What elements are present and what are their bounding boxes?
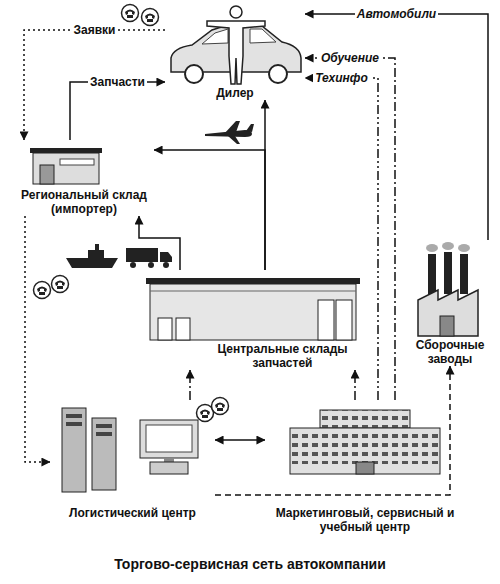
factory-icon-part: [440, 316, 454, 336]
office-building-icon-part: [290, 428, 440, 474]
central-warehouse-icon-part: [336, 300, 352, 340]
ship-icon-part: [88, 250, 104, 258]
airplane-icon-part: [246, 124, 254, 132]
node-label: Региональный склад (импортер): [14, 188, 154, 216]
dealer-node: Дилер: [165, 4, 305, 100]
connector: [305, 14, 488, 240]
warehouse-icon-part: [60, 159, 94, 165]
node-label: Логистический центр: [50, 506, 215, 520]
server-icon-part: [66, 414, 82, 418]
truck-icon-part: [148, 262, 154, 268]
node-label: Сборочные заводы: [405, 338, 495, 366]
factory-icon-part: [458, 244, 470, 252]
edge-label: Техинфо: [313, 71, 370, 85]
truck-icon-part: [160, 252, 172, 262]
central-warehouse-icon-part: [158, 318, 172, 340]
factory-icon-part: [460, 254, 468, 294]
computer-icon-part: [146, 425, 192, 452]
edge-label: Заявки: [72, 23, 118, 37]
computer-icon: [140, 420, 198, 474]
ship-icon-part: [95, 244, 99, 250]
dealer-figure: [207, 6, 265, 84]
central-warehouse-icon-part: [146, 278, 360, 284]
airplane-icon-part: [228, 136, 240, 144]
connector: [215, 439, 265, 441]
ship-icon-part: [66, 258, 118, 268]
server-icon-part: [96, 432, 112, 436]
factory-icon-part: [428, 254, 436, 294]
server-icon: [62, 408, 116, 492]
office-building-icon-part: [356, 462, 374, 474]
logistics-node: Логистический центр: [50, 400, 215, 520]
phone-icon-part: [212, 398, 229, 415]
car-icon-part: [269, 65, 287, 83]
server-icon-part: [92, 418, 116, 490]
factory-icon-part: [418, 290, 478, 336]
factory-icon: [418, 242, 478, 336]
office-building-icon-part: [320, 410, 410, 428]
connector: [139, 216, 180, 270]
truck-icon-part: [130, 262, 136, 268]
airplane-icon: [205, 121, 254, 144]
factory-icon-part: [442, 242, 454, 250]
connector: [24, 30, 165, 140]
truck-icon: [126, 248, 172, 268]
node-label: Дилер: [165, 86, 305, 100]
factory-node: Сборочные заводы: [405, 240, 495, 366]
connector: [154, 150, 265, 270]
caption: Торгово-сервисная сеть автокомпании: [0, 556, 500, 573]
connector: [70, 82, 165, 140]
dealer-figure-part: [230, 6, 242, 18]
office-building-icon: [290, 410, 440, 474]
airplane-icon-part: [224, 121, 240, 135]
truck-icon-part: [126, 248, 158, 262]
dealer-figure-part: [207, 21, 265, 84]
factory-icon-part: [426, 244, 438, 252]
warehouse-icon-part: [40, 165, 54, 184]
computer-icon-part: [150, 462, 188, 474]
office-building-icon-part: [292, 430, 438, 464]
computer-icon-part: [140, 420, 198, 458]
ship-icon: [66, 244, 118, 268]
connector: [354, 370, 356, 400]
edge-label: Автомобили: [355, 7, 438, 21]
server-icon-part: [62, 408, 86, 492]
connector: [189, 370, 191, 400]
warehouse-icon-part: [33, 153, 99, 184]
central-warehouse-icon-part: [150, 284, 356, 340]
regional-warehouse-node: Региональный склад (импортер): [14, 140, 154, 216]
server-icon-part: [96, 424, 112, 428]
edge-label: Обучение: [319, 51, 381, 65]
node-label: Центральные склады запчастей: [200, 342, 365, 370]
car-icon-part: [202, 29, 228, 44]
phone-icon-part: [142, 9, 159, 26]
factory-icon-part: [444, 252, 452, 294]
marketing-center-node: Маркетинговый, сервисный и учебный центр: [265, 400, 465, 534]
car-icon-part: [185, 65, 203, 83]
car-icon-part: [250, 29, 276, 43]
node-label: Маркетинговый, сервисный и учебный центр: [265, 506, 465, 534]
central-warehouse-icon-part: [318, 300, 334, 340]
phone-icon-part: [122, 5, 139, 22]
connector: [25, 216, 50, 462]
central-warehouse-icon-part: [150, 291, 356, 292]
warehouse-icon: [30, 148, 102, 184]
warehouse-icon-part: [30, 148, 102, 153]
truck-icon-part: [163, 262, 169, 268]
connector: [215, 366, 450, 495]
phone-icon-part: [34, 282, 51, 299]
central-warehouse-node: Центральные склады запчастей: [140, 270, 365, 370]
central-warehouse-icon: [146, 278, 360, 340]
server-icon-part: [66, 422, 82, 426]
phone-icon-part: [52, 276, 69, 293]
office-building-icon-part: [320, 410, 410, 428]
edge-label: Запчасти: [88, 75, 147, 89]
computer-icon-part: [164, 458, 174, 462]
central-warehouse-icon-part: [176, 318, 190, 340]
